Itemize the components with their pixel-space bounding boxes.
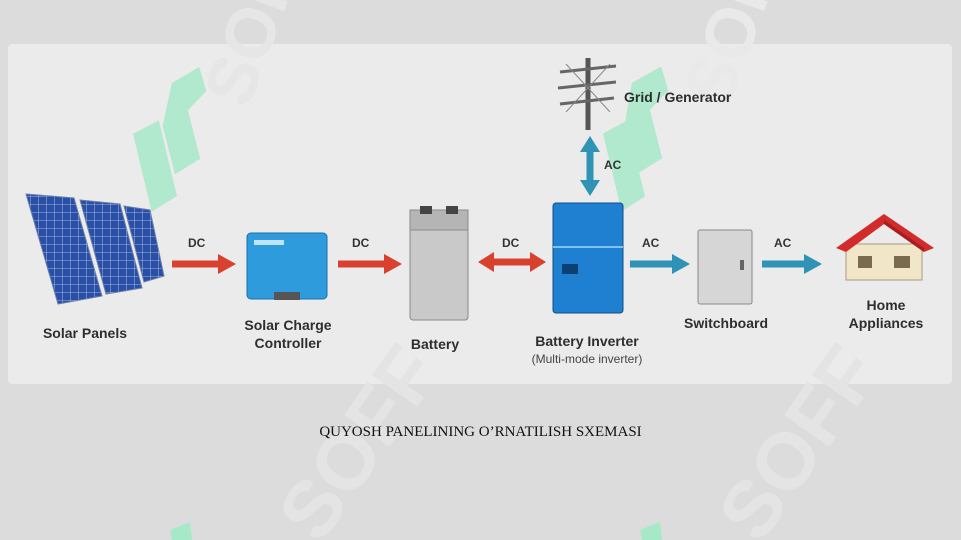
charge-controller-label-line1: Solar Charge bbox=[244, 317, 332, 333]
ac-label-switchboard: AC bbox=[642, 236, 660, 250]
dc-arrow-controller-battery bbox=[338, 254, 402, 274]
inverter-icon bbox=[552, 202, 624, 314]
charge-controller-icon bbox=[246, 232, 328, 300]
house-icon bbox=[836, 214, 934, 281]
dc-label-1: DC bbox=[188, 236, 206, 250]
inverter-label-main: Battery Inverter bbox=[535, 333, 639, 349]
grid-label: Grid / Generator bbox=[624, 89, 732, 105]
switchboard-icon bbox=[697, 229, 753, 305]
inverter-label-sub: (Multi-mode inverter) bbox=[531, 352, 643, 366]
dc-arrow-battery-inverter bbox=[478, 252, 546, 272]
inverter-label: Battery Inverter (Multi-mode inverter) bbox=[512, 332, 662, 368]
diagram-panel bbox=[8, 44, 952, 384]
switchboard-label: Switchboard bbox=[683, 315, 768, 331]
charge-controller-label: Solar Charge Controller bbox=[228, 316, 348, 352]
ac-arrow-grid-inverter bbox=[580, 136, 600, 196]
watermark-top-left: SOFF bbox=[133, 0, 326, 212]
ac-arrow-inverter-switchboard bbox=[630, 254, 690, 274]
home-label: Home Appliances bbox=[836, 296, 936, 332]
dc-label-3: DC bbox=[502, 236, 520, 250]
solar-panels-icon bbox=[25, 193, 165, 305]
watermark-bottom: SOFF SOFF bbox=[170, 330, 896, 540]
caption: QUYOSH PANELINING O’RNATILISH SXEMASI bbox=[319, 424, 642, 440]
ac-label-home: AC bbox=[774, 236, 792, 250]
dc-arrow-panels-controller bbox=[172, 254, 236, 274]
grid-tower-icon bbox=[557, 58, 617, 130]
battery-label: Battery bbox=[410, 336, 460, 352]
watermark-top-right: SOFF bbox=[603, 0, 806, 212]
ac-label-grid: AC bbox=[604, 158, 622, 172]
battery-icon bbox=[409, 206, 469, 321]
solar-panels-label: Solar Panels bbox=[42, 325, 128, 341]
home-label-line1: Home bbox=[866, 297, 906, 313]
svg-text:SOFF: SOFF bbox=[189, 0, 326, 116]
dc-label-2: DC bbox=[352, 236, 370, 250]
home-label-line2: Appliances bbox=[848, 315, 924, 331]
ac-arrow-switchboard-home bbox=[762, 254, 822, 274]
charge-controller-label-line2: Controller bbox=[254, 335, 322, 351]
